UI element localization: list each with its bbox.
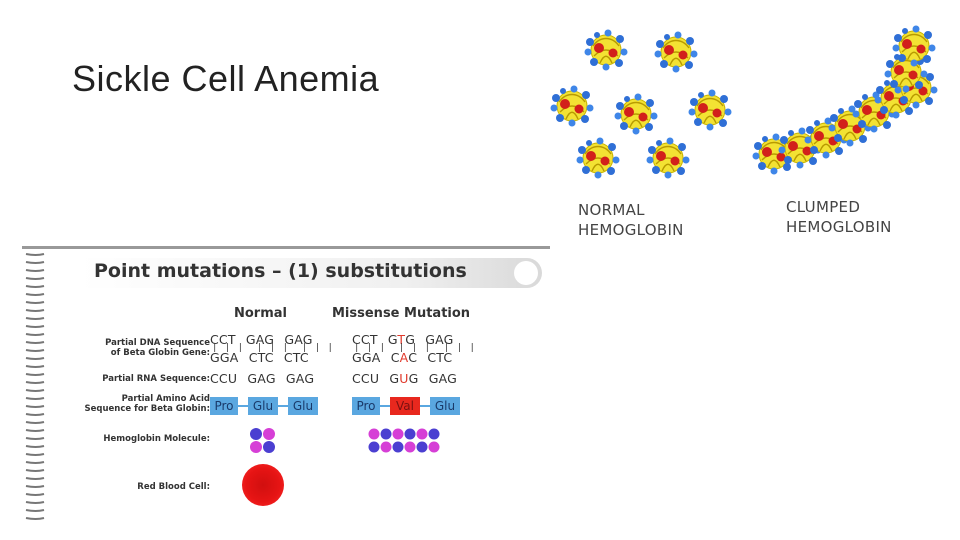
normal-rna: CCU GAG GAG xyxy=(210,371,315,386)
normal-dna-top: CCT GAG GAG xyxy=(210,332,313,347)
normal-amino-2: Glu xyxy=(248,397,278,415)
molecule-row-label: Hemoglobin Molecule: xyxy=(103,434,210,444)
amino-row-label: Partial Amino Acid Sequence for Beta Glo… xyxy=(84,394,210,414)
normal-red-blood-cell xyxy=(242,464,284,506)
mutation-dna-bonds: | | | | | | | | | xyxy=(354,343,476,353)
normal-amino-1: Pro xyxy=(210,397,238,415)
mutation-dna-bottom: GGA CAC CTC xyxy=(352,350,453,365)
normal-hemoglobin-molecule xyxy=(250,428,275,453)
normal-amino-3: Glu xyxy=(288,397,318,415)
mutation-amino-2: Val xyxy=(390,397,420,415)
normal-hemoglobin-caption: NORMAL HEMOGLOBIN xyxy=(578,201,684,239)
slide-title: Sickle Cell Anemia xyxy=(72,58,380,99)
mutant-hemoglobin-polymer xyxy=(368,428,440,453)
clumped-hemoglobin-caption: CLUMPED HEMOGLOBIN xyxy=(786,198,892,236)
normal-dna-bottom: GGA CTC CTC xyxy=(210,350,309,365)
panel-border xyxy=(22,246,550,249)
title-banner xyxy=(80,258,542,288)
mutation-amino-3: Glu xyxy=(430,397,460,415)
clumped-hemoglobin-illustration xyxy=(751,24,939,176)
notebook-spiral xyxy=(25,253,45,520)
normal-hemoglobin-illustration xyxy=(549,28,733,180)
mutation-dna-top: CCT GTG GAG xyxy=(352,332,454,347)
panel-title: Point mutations – (1) substitutions xyxy=(94,260,467,282)
rna-row-label: Partial RNA Sequence: xyxy=(102,374,210,384)
point-mutations-panel: Point mutations – (1) substitutions Norm… xyxy=(22,246,550,522)
sickle-red-blood-cell xyxy=(408,466,426,502)
mutation-column-header: Missense Mutation xyxy=(332,306,471,321)
normal-dna-bonds: | | | | | | | | | xyxy=(212,343,334,353)
mutation-rna: CCU GUG GAG xyxy=(352,371,458,386)
mutation-amino-1: Pro xyxy=(352,397,380,415)
normal-column-header: Normal xyxy=(234,306,287,321)
rbc-row-label: Red Blood Cell: xyxy=(137,482,210,492)
dna-row-label: Partial DNA Sequence of Beta Globin Gene… xyxy=(105,338,210,358)
